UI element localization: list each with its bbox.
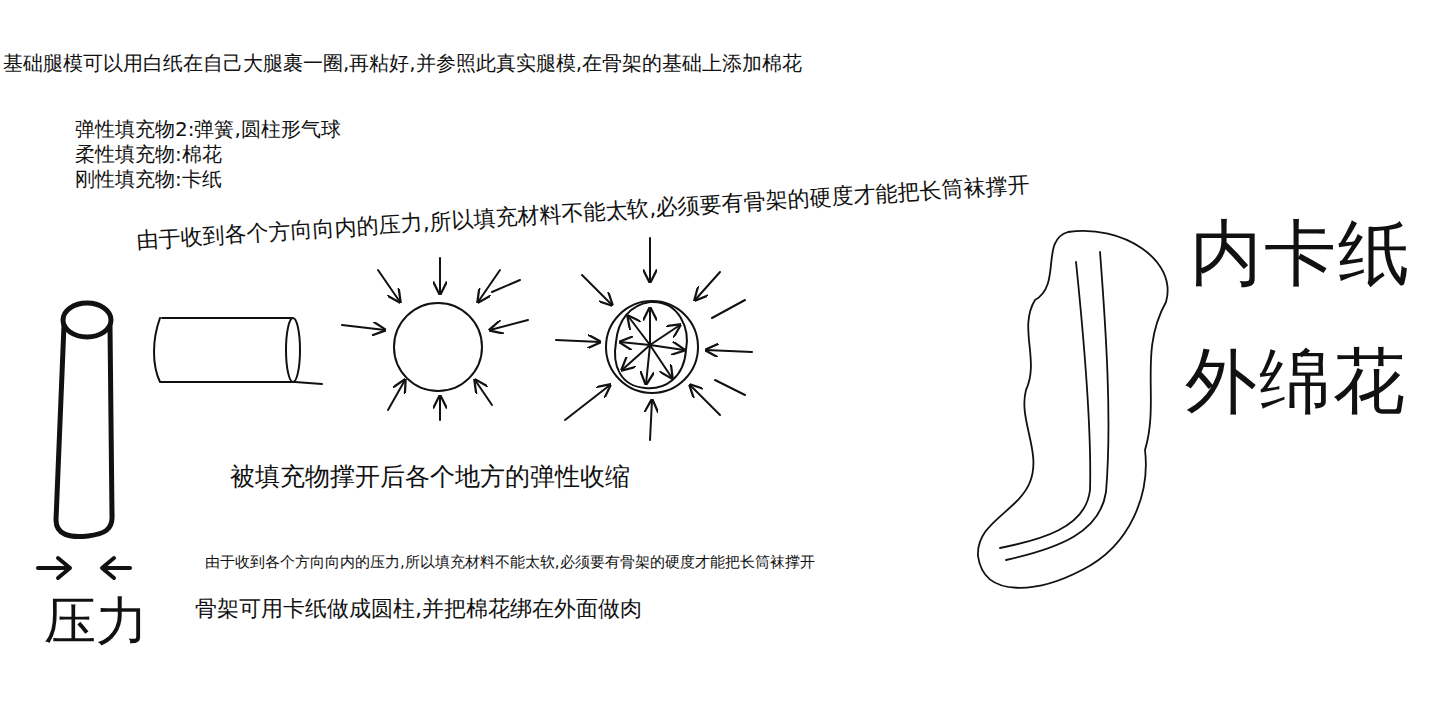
note-text: 由于收到各个方向向内的压力,所以填充材料不能太软,必须要有骨架的硬度才能把长筒袜… bbox=[205, 554, 815, 571]
note-text: 柔性填充物:棉花 bbox=[75, 143, 222, 166]
note-text: 刚性填充物:卡纸 bbox=[75, 168, 222, 191]
leg-sketch bbox=[978, 231, 1168, 588]
horizontal-cylinder bbox=[154, 318, 322, 384]
note-text: 被填充物撑开后各个地方的弹性收缩 bbox=[230, 463, 630, 492]
note-text: 弹性填充物2:弹簧,圆柱形气球 bbox=[75, 118, 341, 141]
bone-cylinder bbox=[56, 303, 112, 537]
pressure-arrows bbox=[38, 558, 130, 578]
note-text: 骨架可用卡纸做成圆柱,并把棉花绑在外面做肉 bbox=[195, 596, 642, 621]
note-text: 基础腿模可以用白纸在自己大腿裹一圈,再粘好,并参照此真实腿模,在骨架的基础上添加… bbox=[3, 52, 802, 75]
note-text: 由于收到各个方向向内的压力,所以填充材料不能太软,必须要有骨架的硬度才能把长筒袜… bbox=[136, 172, 1030, 253]
filled-circle bbox=[556, 238, 752, 440]
note-text: 内卡纸 bbox=[1190, 212, 1412, 295]
compressed-circle bbox=[342, 258, 528, 420]
note-text: 压力 bbox=[44, 592, 148, 652]
note-text: 外绵花 bbox=[1185, 340, 1407, 423]
